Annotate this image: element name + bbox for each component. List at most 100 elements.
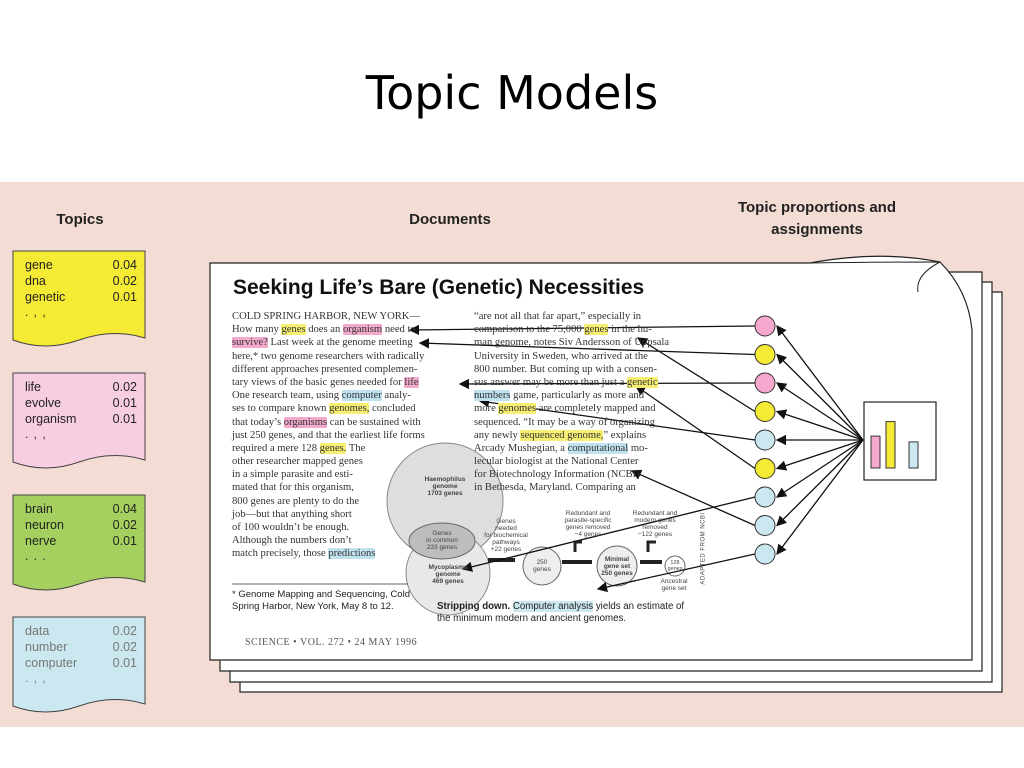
topic-more: . , , [25, 305, 47, 319]
document-text: sequenced. “It may be a way of organizin… [474, 416, 656, 428]
topic-word: dna [25, 274, 46, 288]
proportion-bar [885, 421, 896, 469]
document-text: analy- [381, 390, 411, 402]
document-line: How many genes does an organism need to [232, 323, 425, 336]
document-text: different approaches presented complemen… [232, 363, 418, 375]
topic-assignment-dot [754, 401, 776, 422]
document-line: One research team, using computer analy- [232, 389, 425, 402]
document-title: Seeking Life’s Bare (Genetic) Necessitie… [233, 276, 645, 299]
document-text: University in Sweden, who arrived at the [474, 350, 648, 362]
document-text: are completely mapped and [536, 403, 656, 415]
topic-word: neuron [25, 518, 64, 532]
document-text: How many [232, 324, 282, 336]
document-text: game, particularly as more and [510, 390, 645, 402]
document-text: can be sustained with [327, 416, 421, 428]
topic-word-row: data 0.02 [25, 623, 137, 639]
topic-word: organism [25, 412, 77, 426]
caption-rest: yields an estimate of the minimum modern… [437, 601, 685, 624]
highlighted-word: life [404, 376, 419, 388]
document-text: in Bethesda, Maryland. Comparing an [474, 482, 636, 494]
documents-header: Documents [409, 211, 491, 228]
figure-label-ancestral: Ancestral gene set [660, 578, 688, 592]
word-assignment-arrow [418, 338, 756, 356]
figure-arrow-5 [646, 540, 656, 552]
caption-bold: Stripping down. [437, 601, 511, 612]
topic-word: nerve [25, 534, 57, 548]
document-line: other researcher mapped genes [232, 455, 425, 468]
document-line: numbers game, particularly as more and [474, 389, 669, 402]
highlighted-word: computer [341, 390, 382, 402]
document-text: in a simple parasite and esti- [232, 469, 353, 481]
figure-label-redundant2: Redundant and modern genes removed −122 … [632, 510, 678, 538]
side-note: ADAPTED FROM NCBI [700, 512, 707, 585]
document-line: man genome, notes Siv Andersson of Uppsa… [474, 336, 669, 349]
document-line: survive? Last week at the genome meeting [232, 336, 425, 349]
document-line: any newly sequenced genome,” explains [474, 429, 669, 442]
topics-header: Topics [56, 211, 104, 228]
document-line: lecular biologist at the National Center [474, 455, 669, 468]
document-line: job—but that anything short [232, 508, 425, 521]
topic-word: data [25, 624, 50, 638]
proportions-bars [870, 421, 919, 469]
topic-card-shape [12, 616, 146, 713]
topic-word: brain [25, 502, 53, 516]
document-text: in the hu- [608, 324, 652, 336]
highlighted-word: predictions [328, 548, 376, 560]
document-line: mated that for this organism, [232, 481, 425, 494]
figure-label-128: 128 genes [667, 560, 683, 572]
document-text: COLD SPRING HARBOR, NEW YORK— [232, 311, 421, 322]
document-line: here,* two genome researchers with radic… [232, 350, 425, 363]
topic-more: . . . [25, 549, 47, 563]
figure-label-250: 250 genes [533, 559, 551, 573]
topic-more: . , , [25, 671, 47, 685]
document-column-2: “are not all that far apart,” especially… [474, 310, 669, 495]
document-text: ” explains [603, 429, 647, 441]
topic-word: computer [25, 656, 78, 670]
document-text: concluded [369, 403, 416, 415]
figure-label-minimal: Minimal gene set 250 genes [601, 556, 633, 577]
document-line: “are not all that far apart,” especially… [474, 310, 669, 323]
proportions-header: Topic proportions and assignments [737, 199, 897, 238]
document-text: here,* two genome researchers with radic… [232, 350, 425, 362]
document-line: comparison to the 75,000 genes in the hu… [474, 323, 669, 336]
footnote: * Genome Mapping and Sequencing, Cold Sp… [232, 589, 410, 612]
document-line: Arcady Mushegian, a computational mo- [474, 442, 669, 455]
document-line: ses to compare known genomes, concluded [232, 402, 425, 415]
topic-word-prob: 0.02 [112, 624, 137, 638]
highlighted-word: organism [342, 324, 383, 336]
slide-title: Topic Models [365, 66, 659, 120]
figure-label-redundant1: Redundant and parasite-specific genes re… [564, 510, 612, 538]
document-text: Although the numbers don’t [232, 535, 352, 547]
highlighted-word: genes. [319, 442, 347, 454]
document-line: 800 genes are plenty to do the [232, 495, 425, 508]
assignment-arrows [408, 324, 864, 593]
word-assignment-arrow [596, 553, 756, 593]
document-text: match precisely, those [232, 548, 329, 560]
figure-label-needed: Genes needed for biochemical pathways +2… [484, 518, 528, 553]
topic-word-row: computer 0.01 [25, 655, 137, 671]
highlighted-word: survive? [232, 337, 268, 349]
document-line: different approaches presented complemen… [232, 363, 425, 376]
topic-word-prob: 0.01 [112, 396, 137, 410]
page-curl [809, 261, 941, 293]
topic-word-prob: 0.02 [112, 274, 137, 288]
highlighted-word: genetic [626, 376, 658, 388]
highlighted-word: sequenced genome, [520, 429, 604, 441]
document-line: just 250 genes, and that the earliest li… [232, 429, 425, 442]
highlighted-word: genomes [498, 403, 537, 415]
document-line: in Bethesda, Maryland. Comparing an [474, 481, 669, 494]
document-line: more genomes are completely mapped and [474, 402, 669, 415]
document-text: for Biotechnology Information (NCBI) [474, 469, 640, 481]
topic-word-row: dna 0.02 [25, 273, 137, 289]
document-text: other researcher mapped genes [232, 456, 363, 468]
topic-word-prob: 0.01 [112, 656, 137, 670]
proportion-to-assignment-arrow [775, 439, 864, 498]
document-text: any newly [474, 429, 521, 441]
proportion-to-assignment-arrow [776, 439, 864, 527]
